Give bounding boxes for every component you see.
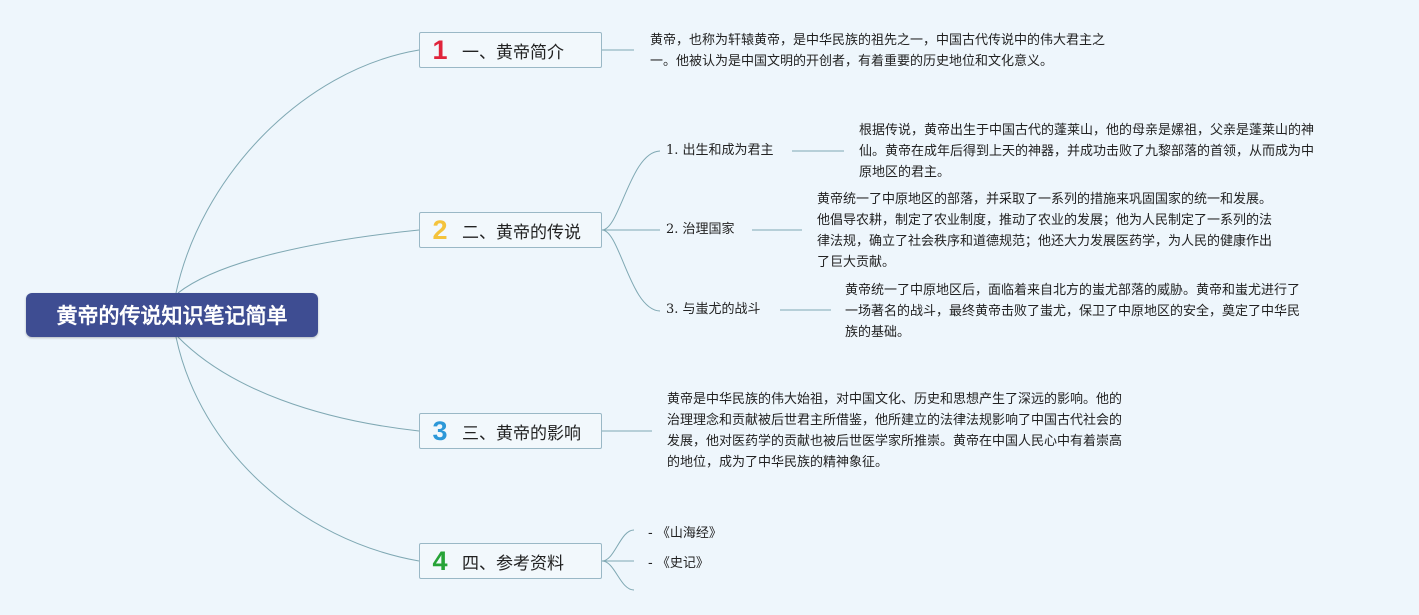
topic-influence-note: 黄帝是中华民族的伟大始祖，对中国文化、历史和思想产生了深远的影响。他的 治理理念… <box>667 389 1122 473</box>
subtopic-birth[interactable]: 1. 出生和成为君主 <box>666 142 774 160</box>
subtopic-governance[interactable]: 2. 治理国家 <box>666 221 735 239</box>
number-1-icon: 1 <box>432 34 448 65</box>
topic-legends[interactable]: 2 二、黄帝的传说 <box>419 212 602 248</box>
connector-root-topic3 <box>177 336 420 432</box>
note-line: 发展，他对医药学的贡献也被后世医学家所推崇。黄帝在中国人民心中有着崇高 <box>667 434 1123 449</box>
connector-root-topic2 <box>177 229 420 294</box>
note-line: 的地位，成为了中华民族的精神象征。 <box>667 455 889 470</box>
subtopic-battle[interactable]: 3. 与蚩尤的战斗 <box>666 301 761 319</box>
connector-root-topic4 <box>175 336 420 562</box>
topic-influence[interactable]: 3 三、黄帝的影响 <box>419 413 602 449</box>
connector-topic4-ref1 <box>601 529 635 562</box>
reference-item[interactable]: - 《史记》 <box>648 556 709 571</box>
note-line: 一场著名的战斗，最终黄帝击败了蚩尤，保卫了中原地区的安全，奠定了中华民 <box>845 304 1301 319</box>
note-line: 族的基础。 <box>845 325 911 340</box>
note-line: 黄帝，也称为轩辕黄帝，是中华民族的祖先之一，中国古代传说中的伟大君主之 <box>650 33 1106 48</box>
topic-intro[interactable]: 1 一、黄帝简介 <box>419 32 602 68</box>
connector-root-topic1 <box>175 49 420 294</box>
connector-topic2-sub1 <box>601 150 661 231</box>
note-line: 黄帝统一了中原地区后，面临着来自北方的蚩尤部落的威胁。黄帝和蚩尤进行了 <box>845 283 1301 298</box>
topic-label: 一、黄帝简介 <box>462 42 564 63</box>
number-3-icon: 3 <box>432 415 448 446</box>
subtopic-battle-note: 黄帝统一了中原地区后，面临着来自北方的蚩尤部落的威胁。黄帝和蚩尤进行了 一场著名… <box>845 280 1300 343</box>
note-line: 他倡导农耕，制定了农业制度，推动了农业的发展；他为人民制定了一系列的法 <box>817 213 1273 228</box>
connector-topic4-ref3 <box>601 560 635 591</box>
note-line: 原地区的君主。 <box>859 165 951 180</box>
note-line: 根据传说，黄帝出生于中国古代的蓬莱山，他的母亲是嫘祖，父亲是蓬莱山的神 <box>859 123 1315 138</box>
topic-label: 二、黄帝的传说 <box>462 222 581 243</box>
topic-references[interactable]: 4 四、参考资料 <box>419 543 602 579</box>
number-4-icon: 4 <box>432 545 448 576</box>
root-title: 黄帝的传说知识笔记简单 <box>56 304 288 328</box>
root-topic[interactable]: 黄帝的传说知识笔记简单 <box>26 293 318 337</box>
subtopic-label: 1. 出生和成为君主 <box>666 143 774 158</box>
note-line: 黄帝统一了中原地区的部落，并采取了一系列的措施来巩固国家的统一和发展。 <box>817 192 1273 207</box>
subtopic-label: 2. 治理国家 <box>666 222 735 237</box>
topic-label: 三、黄帝的影响 <box>462 423 581 444</box>
subtopic-governance-note: 黄帝统一了中原地区的部落，并采取了一系列的措施来巩固国家的统一和发展。 他倡导农… <box>817 189 1272 273</box>
connector-topic2-sub3 <box>601 229 661 312</box>
note-line: 仙。黄帝在成年后得到上天的神器，并成功击败了九黎部落的首领，从而成为中 <box>859 144 1315 159</box>
number-2-icon: 2 <box>432 214 448 245</box>
note-line: 律法规，确立了社会秩序和道德规范；他还大力发展医药学，为人民的健康作出 <box>817 234 1273 249</box>
note-line: 一。他被认为是中国文明的开创者，有着重要的历史地位和文化意义。 <box>650 54 1054 69</box>
topic-intro-note: 黄帝，也称为轩辕黄帝，是中华民族的祖先之一，中国古代传说中的伟大君主之 一。他被… <box>650 30 1105 72</box>
note-line: 黄帝是中华民族的伟大始祖，对中国文化、历史和思想产生了深远的影响。他的 <box>667 392 1123 407</box>
subtopic-label: 3. 与蚩尤的战斗 <box>666 302 761 317</box>
topic-label: 四、参考资料 <box>462 553 564 574</box>
note-line: 了巨大贡献。 <box>817 255 896 270</box>
note-line: 治理理念和贡献被后世君主所借鉴，他所建立的法律法规影响了中国古代社会的 <box>667 413 1123 428</box>
reference-item[interactable]: - 《山海经》 <box>648 526 722 541</box>
subtopic-birth-note: 根据传说，黄帝出生于中国古代的蓬莱山，他的母亲是嫘祖，父亲是蓬莱山的神 仙。黄帝… <box>859 120 1314 183</box>
